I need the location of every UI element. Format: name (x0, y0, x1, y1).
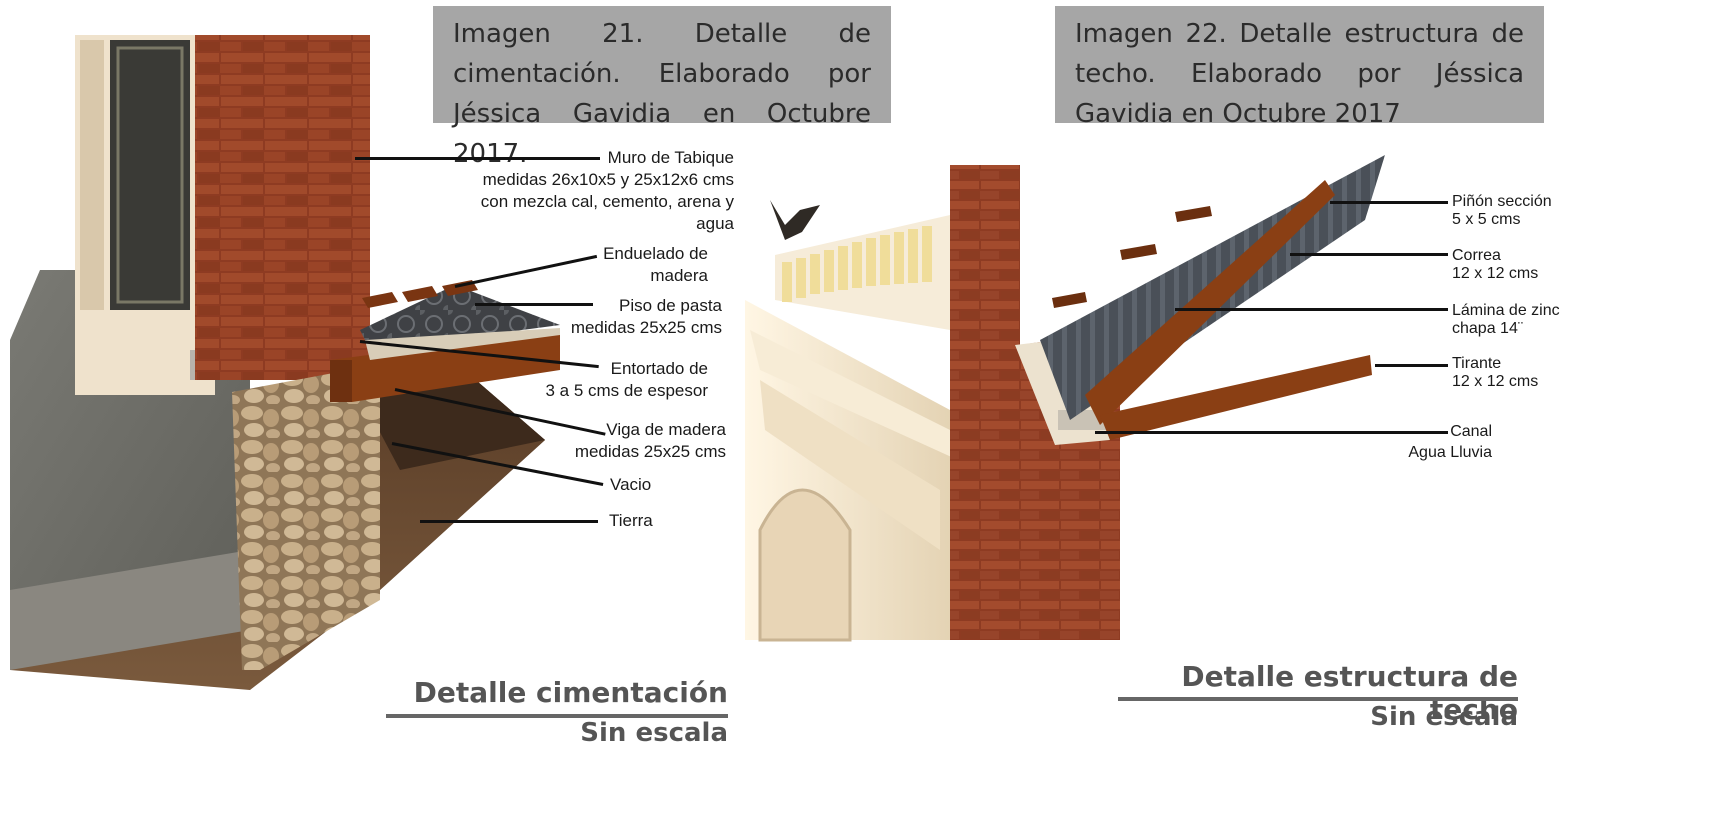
label-entortado: Entortado de 3 a 5 cms de espesor (545, 359, 708, 400)
leader-piso (475, 303, 593, 306)
label-pinon-seccion: Piñón sección 5 x 5 cms (1452, 193, 1552, 228)
label-muro-de-tabique: Muro de Tabique medidas 26x10x5 y 25x12x… (480, 148, 734, 233)
figure-21-caption-text: Imagen 21. Detalle de cimentación. Elabo… (453, 19, 871, 169)
label-tierra: Tierra (609, 511, 653, 530)
label-vacio: Vacio (610, 475, 652, 494)
label-viga-de-madera: Viga de madera medidas 25x25 cms (574, 420, 726, 461)
figure-22-caption: Imagen 22. Detalle estructura de techo. … (1055, 6, 1544, 129)
figure-21-caption: Imagen 21. Detalle de cimentación. Elabo… (433, 6, 891, 169)
label-canal: Canal Agua Lluvia (1408, 423, 1492, 461)
figure-21-scale: Sin escala (580, 718, 728, 748)
leader-pinon (1330, 201, 1448, 204)
leader-correa (1290, 253, 1448, 256)
roof-structure-illustration (745, 155, 1385, 642)
label-enduelado-de-madera: Enduelado de madera (603, 244, 708, 285)
label-correa: Correa 12 x 12 cms (1452, 247, 1539, 282)
leader-canal (1095, 431, 1448, 434)
figure-22-title-rule (1118, 697, 1518, 701)
figure-22-scale: Sin escala (1370, 702, 1518, 732)
label-lamina-de-zinc: Lámina de zinc chapa 14¨ (1452, 302, 1560, 337)
label-piso-de-pasta: Piso de pasta medidas 25x25 cms (570, 296, 722, 337)
leader-lamina (1175, 308, 1448, 311)
figure-22-caption-text: Imagen 22. Detalle estructura de techo. … (1075, 19, 1524, 129)
figure-21-title: Detalle cimentación (413, 676, 728, 709)
figure-22-title: Detalle estructura de techo (1181, 660, 1518, 726)
leader-tierra (420, 520, 598, 523)
figure-21-title-rule (386, 714, 728, 718)
label-tirante: Tirante 12 x 12 cms (1452, 355, 1539, 390)
foundation-detail-illustration (10, 35, 560, 690)
leader-tirante (1375, 364, 1448, 367)
leader-muro (355, 157, 600, 160)
